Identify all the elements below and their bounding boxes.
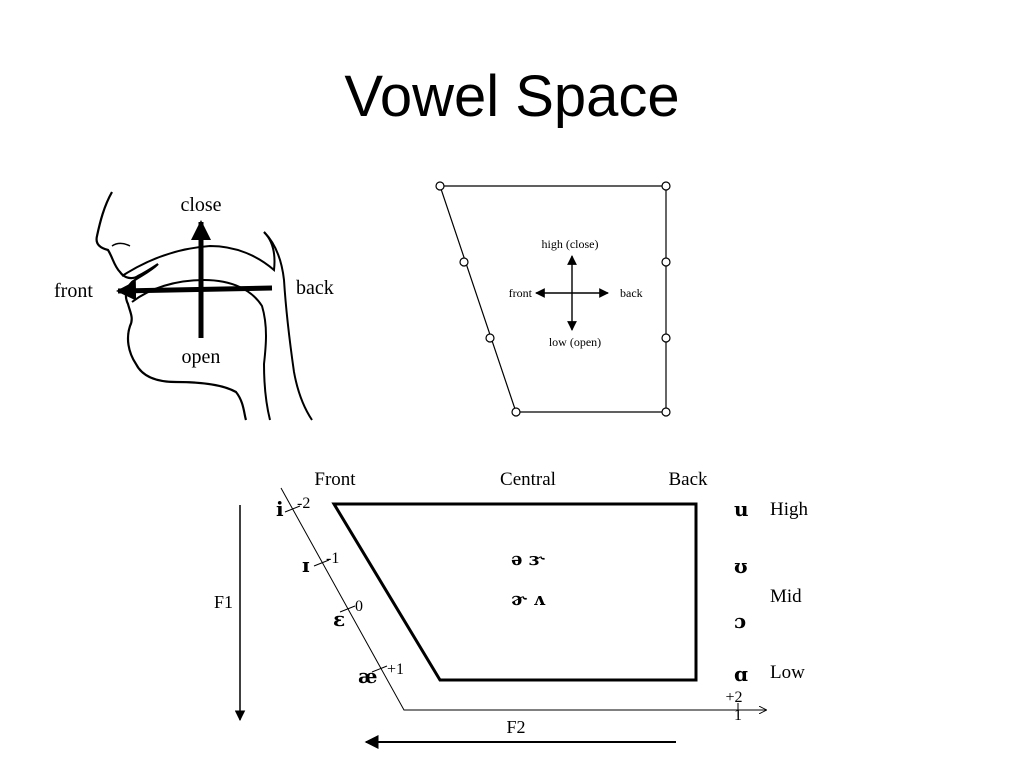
vertex-marker (661, 333, 671, 343)
vertex-marker (485, 333, 495, 343)
label-high-close: high (close) (542, 237, 599, 251)
label-back: back (296, 277, 334, 299)
vertex-marker (661, 181, 671, 191)
back-vowel-upsilon: ʊ (734, 554, 748, 578)
vertex-marker (435, 181, 445, 191)
tongue-outline (131, 278, 271, 421)
front-tick-plus1: +1 (387, 661, 404, 678)
row-mid: Mid (770, 586, 802, 607)
scale-tick (371, 665, 388, 673)
lip-detail (111, 242, 131, 247)
label-open: open (182, 346, 221, 368)
formant-scale-axis (280, 487, 764, 711)
central-vowels-lower: ɚ ʌ (511, 589, 546, 610)
label-low-open: low (open) (549, 335, 601, 349)
front-vowel-ash: æ (358, 664, 378, 688)
label-front-small: front (509, 286, 533, 300)
f2-tick-one: 1 (734, 707, 742, 724)
horizontal-arrow (116, 280, 273, 301)
front-vowel-small-cap-i: ɪ (302, 553, 310, 577)
label-front: front (54, 280, 93, 302)
vowel-trapezoid (331, 502, 698, 682)
pharynx-outline (263, 231, 313, 421)
vertex-markers (435, 181, 671, 417)
front-tick-zero: 0 (355, 598, 363, 615)
scale-tick (313, 559, 330, 567)
front-vowel-i: i (276, 497, 284, 521)
mouth-diagram: close open front back (54, 191, 334, 421)
head-profile-outline (95, 191, 248, 421)
row-high: High (770, 499, 809, 520)
front-vowel-epsilon: ɛ (333, 607, 345, 631)
scale-ticks (284, 505, 739, 717)
formant-chart: Front Central Back High Mid Low F1 F2 i … (214, 469, 809, 749)
vertex-marker (661, 257, 671, 267)
back-vowel-script-a: ɑ (734, 662, 748, 686)
column-central: Central (500, 469, 556, 490)
trapezoid-diagram: high (close) low (open) front back (435, 181, 671, 417)
label-close: close (180, 194, 221, 216)
vertex-marker (459, 257, 469, 267)
back-vowel-u: u (734, 497, 749, 521)
f2-tick-plus2: +2 (725, 689, 742, 706)
front-tick-minus2: -2 (297, 495, 310, 512)
scale-tick (284, 505, 301, 513)
vertex-marker (661, 407, 671, 417)
row-low: Low (770, 662, 805, 683)
column-front: Front (314, 469, 356, 490)
central-vowels-upper: ə ɝ (511, 549, 546, 570)
front-tick-minus1: -1 (326, 550, 339, 567)
axis-label-f1: F1 (214, 592, 233, 612)
slide-title: Vowel Space (344, 64, 680, 129)
vertex-marker (511, 407, 521, 417)
palate-outline (121, 231, 276, 277)
label-back-small: back (620, 286, 643, 300)
axis-label-f2: F2 (506, 717, 525, 737)
column-back: Back (668, 469, 708, 490)
scale-tick (339, 605, 356, 613)
back-vowel-open-o: ɔ (734, 609, 746, 633)
